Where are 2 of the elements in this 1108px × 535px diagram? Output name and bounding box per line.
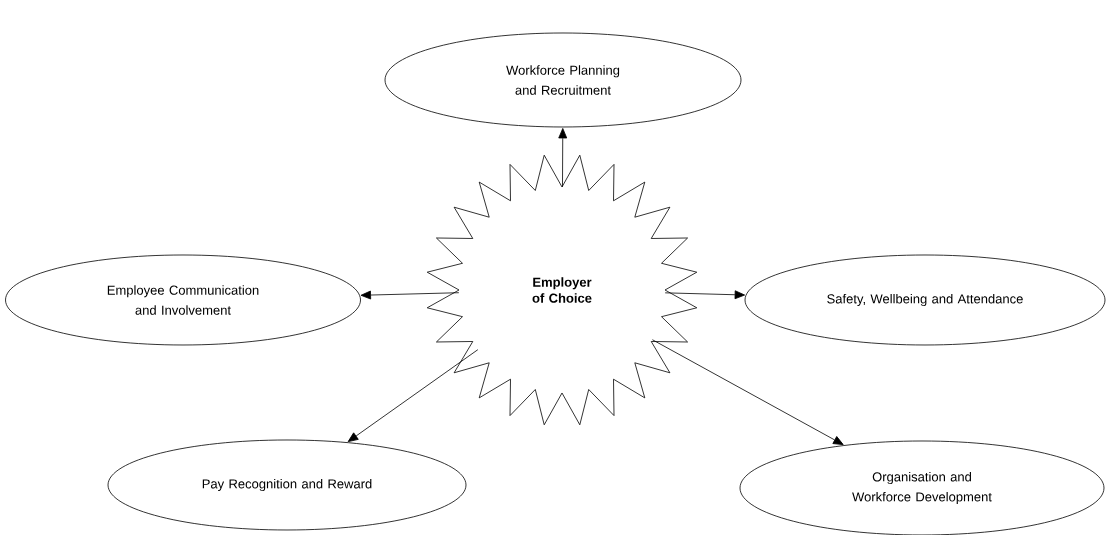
starburst: Employer of Choice (426, 154, 698, 426)
arrow (347, 349, 479, 442)
